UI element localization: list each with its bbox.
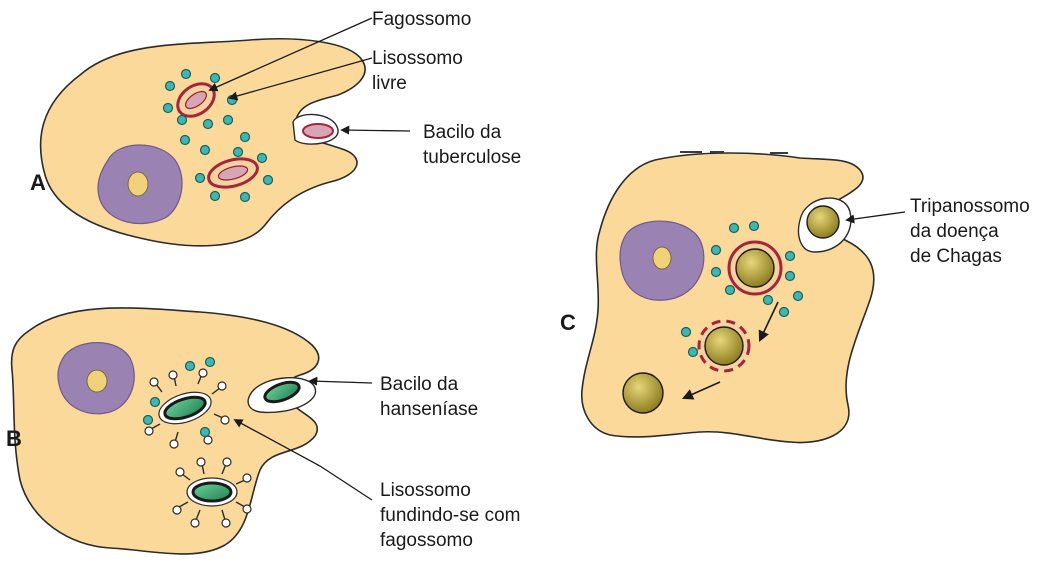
cell-c <box>582 152 874 443</box>
label-lisossomo-fundindo: Lisossomo fundindo-se com fagossomo <box>380 480 526 551</box>
tb-bacillus-engulfing <box>303 124 333 138</box>
panel-label-a: A <box>30 170 46 195</box>
nucleus-c <box>620 221 704 300</box>
nucleus-b <box>58 343 134 414</box>
label-tripanossomo: Tripanossomo da doença de Chagas <box>910 196 1035 267</box>
phagosome-c2 <box>699 321 749 371</box>
trypanosome-free <box>623 373 663 413</box>
label-fagossomo: Fagossomo <box>372 9 471 30</box>
label-bacilo-tuberculose: Bacilo da tuberculose <box>423 122 521 168</box>
nucleus-a <box>98 145 182 224</box>
phagosome-c1 <box>729 242 781 294</box>
label-lisossomo-livre: Lisossomo livre <box>372 48 468 94</box>
panel-label-b: B <box>6 426 22 451</box>
trypanosome-engulfing <box>807 206 839 238</box>
cell-b <box>12 308 319 554</box>
cell-a <box>41 39 366 246</box>
label-bacilo-hanseniase: Bacilo da hanseníase <box>380 374 478 420</box>
panel-label-c: C <box>560 310 576 335</box>
